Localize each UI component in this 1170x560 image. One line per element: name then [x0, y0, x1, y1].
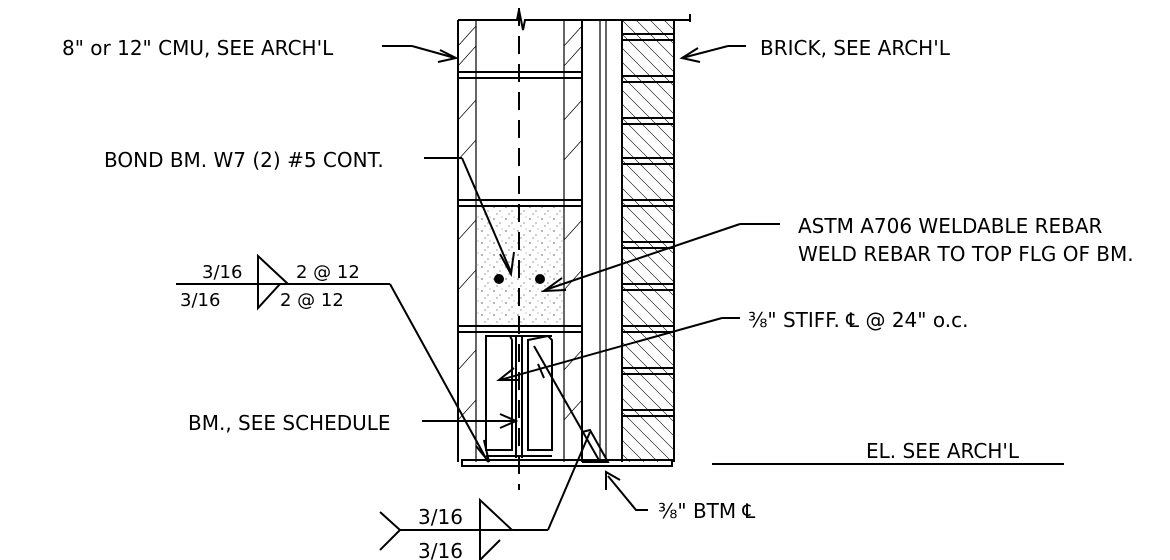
label-bond-beam: BOND BM. W7 (2) #5 CONT. — [104, 148, 384, 172]
rebar-right — [535, 274, 545, 284]
weld-top-upper-size: 3/16 — [202, 262, 242, 283]
leader-rebar — [540, 223, 780, 293]
leader-beam — [422, 413, 519, 429]
weld-top-upper-spec: 2 @ 12 — [296, 262, 360, 283]
label-cmu: 8" or 12" CMU, SEE ARCH'L — [62, 36, 334, 60]
leader-bond-beam — [424, 157, 515, 278]
label-brick: BRICK, SEE ARCH'L — [760, 36, 951, 60]
leader-bottom-plate — [605, 470, 648, 511]
label-rebar-line2: WELD REBAR TO TOP FLG OF BM. — [798, 242, 1134, 266]
label-stiffener: ⅜" STIFF. ℄ @ 24" o.c. — [748, 308, 968, 332]
leader-stiffener — [496, 317, 740, 381]
weld-bottom-upper-size: 3/16 — [418, 505, 463, 529]
weld-symbol-top — [176, 253, 601, 463]
weld-top-lower-size: 3/16 — [180, 290, 220, 311]
weld-bottom-lower-size: 3/16 — [418, 539, 463, 560]
brick-veneer — [621, 14, 691, 462]
label-bottom-plate: ⅜" BTM ℄ — [658, 499, 755, 523]
weld-top-lower-spec: 2 @ 12 — [280, 290, 344, 311]
steel-beam — [461, 334, 673, 467]
label-rebar-line1: ASTM A706 WELDABLE REBAR — [798, 214, 1102, 238]
label-elevation: EL. SEE ARCH'L — [866, 439, 1020, 463]
label-beam: BM., SEE SCHEDULE — [188, 411, 391, 435]
weld-symbol-bottom — [379, 428, 610, 560]
rebar-left — [494, 274, 504, 284]
leader-cmu — [382, 45, 459, 63]
leader-brick — [679, 45, 746, 63]
